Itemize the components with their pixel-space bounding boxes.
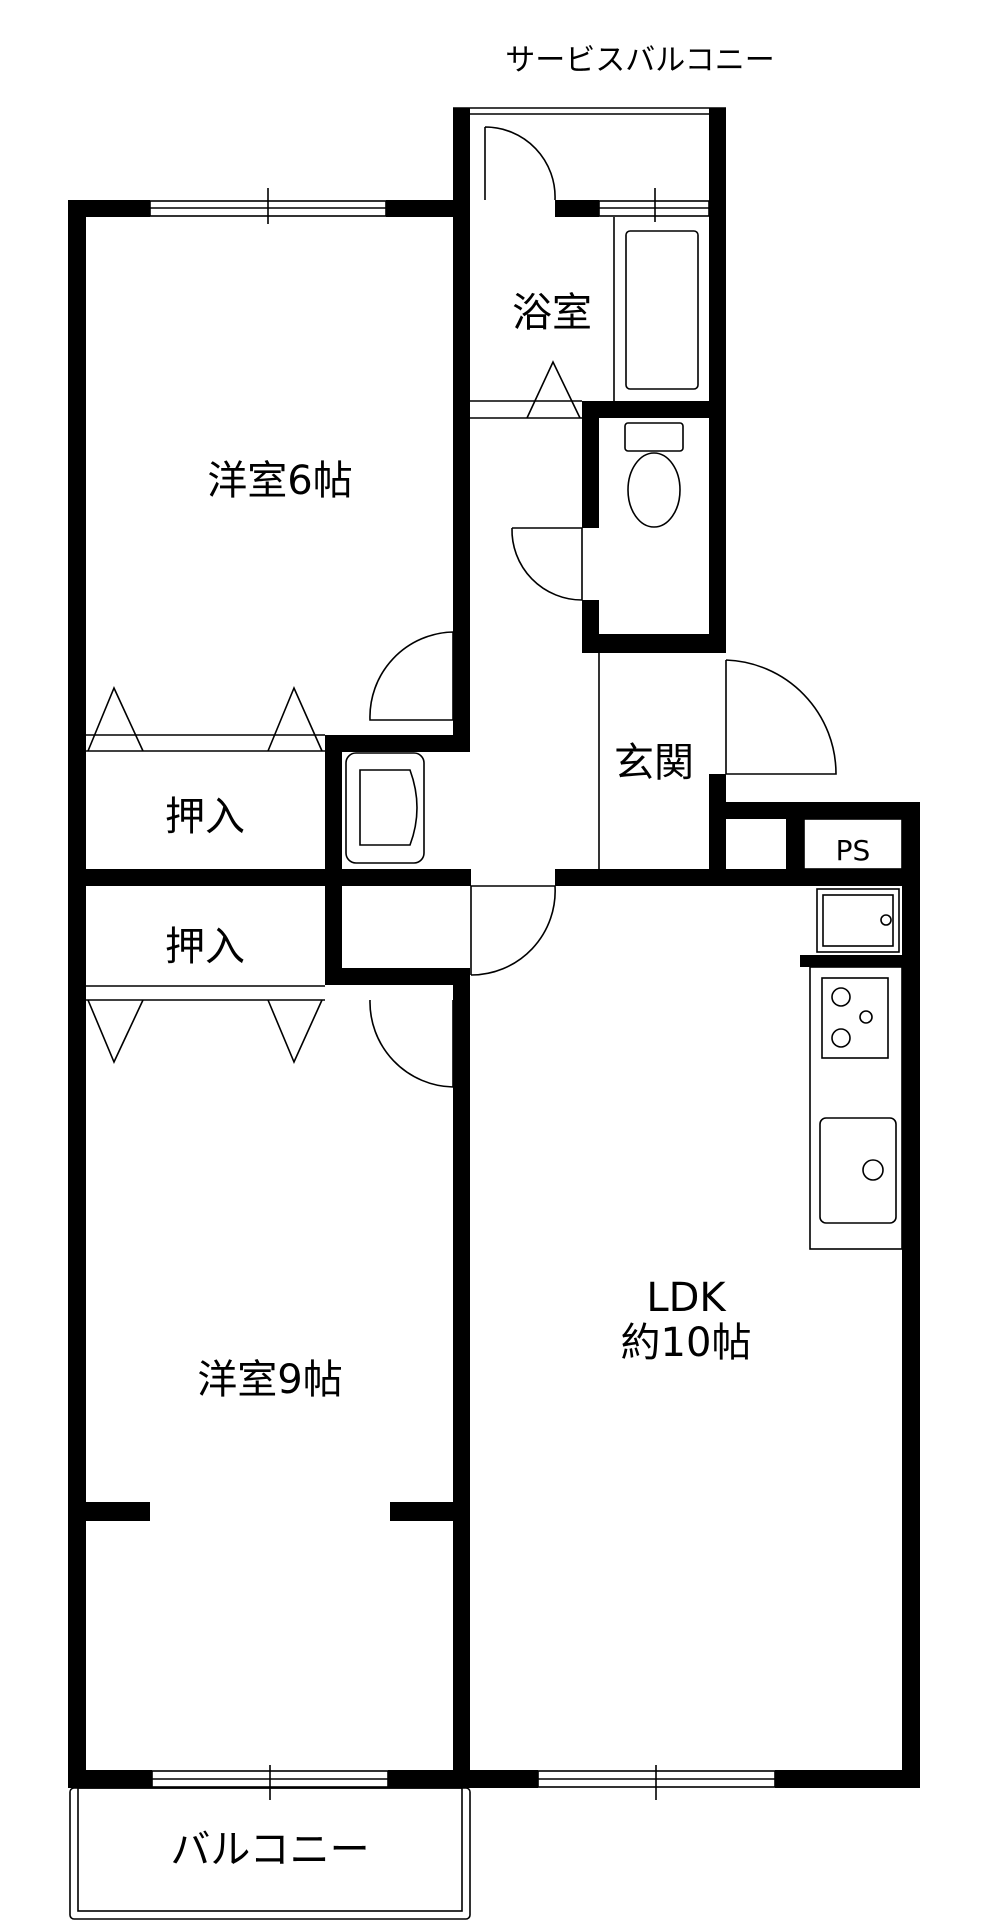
toilet-icon <box>511 422 684 601</box>
washing-machine-pan-icon <box>816 888 900 953</box>
washbasin-icon <box>345 752 425 864</box>
closet-upper-label: 押入 <box>165 794 245 840</box>
western-room-6-label: 洋室6帖 <box>207 458 352 504</box>
burner-icon <box>831 1028 851 1048</box>
bathroom-label: 浴室 <box>512 290 592 336</box>
burner-icon <box>859 1010 873 1024</box>
ldk-size-label: 約10帖 <box>621 1320 752 1366</box>
door-swing <box>484 126 556 201</box>
kitchen-counter <box>809 966 903 1250</box>
windows <box>149 188 776 1800</box>
burner-icon <box>831 987 851 1007</box>
entrance-door[interactable] <box>725 659 837 775</box>
door-swing <box>511 527 583 601</box>
entrance-label: 玄関 <box>614 740 694 786</box>
walls <box>68 108 920 1788</box>
western-room-9-label: 洋室9帖 <box>197 1357 342 1403</box>
bathtub <box>613 217 699 401</box>
ldk-door[interactable] <box>470 885 556 976</box>
service-balcony <box>453 107 726 201</box>
balcony-label: バルコニー <box>170 1827 369 1873</box>
closet-door-icon <box>87 999 323 1065</box>
closet-lower-label: 押入 <box>165 924 245 970</box>
closet-door-icon <box>87 685 323 752</box>
pipe-space-label: PS <box>836 834 871 867</box>
ldk-label: LDK <box>646 1275 727 1321</box>
service-balcony-label: サービスバルコニー <box>505 43 774 78</box>
folding-door-icon <box>526 360 581 419</box>
sink-icon <box>819 1117 897 1224</box>
